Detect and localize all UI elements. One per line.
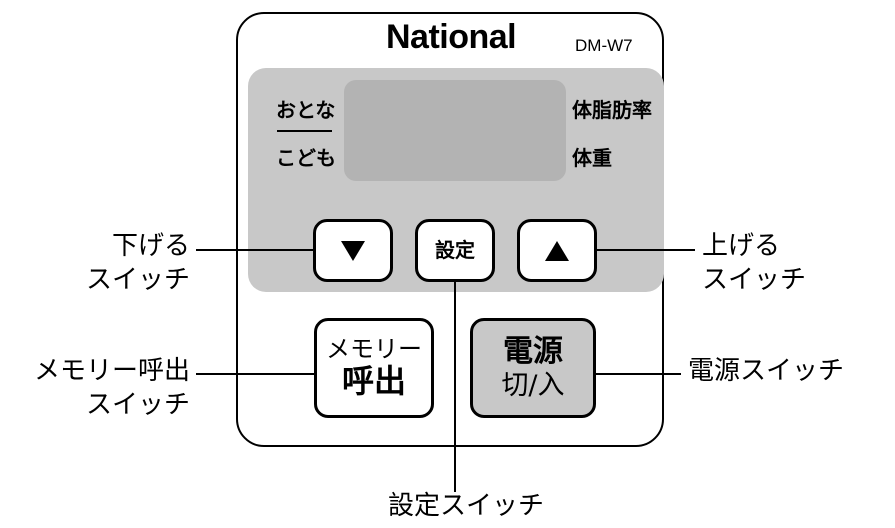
mode-label-child: こども bbox=[276, 146, 336, 170]
mode-label-adult: おとな bbox=[276, 98, 336, 122]
callout-down-switch: 下げる スイッチ bbox=[0, 230, 190, 298]
up-leader-line bbox=[597, 249, 695, 251]
callout-up-line2: スイッチ bbox=[702, 264, 807, 295]
power-button-label-line2: 切/入 bbox=[501, 369, 565, 401]
mode-divider bbox=[277, 130, 332, 132]
setting-button-label: 設定 bbox=[435, 238, 475, 262]
callout-up-line1: 上げる bbox=[702, 231, 781, 261]
callout-memory-switch: メモリー呼出 スイッチ bbox=[0, 355, 190, 423]
callout-up-switch: 上げる スイッチ bbox=[702, 230, 892, 298]
memory-leader-line bbox=[196, 373, 314, 375]
power-leader-line bbox=[596, 373, 681, 375]
callout-down-line1: 下げる bbox=[111, 231, 190, 261]
callout-setting-switch: 設定スイッチ bbox=[387, 491, 544, 521]
callout-power-switch: 電源スイッチ bbox=[688, 356, 845, 386]
down-leader-line bbox=[196, 249, 313, 251]
power-button[interactable]: 電源 切/入 bbox=[470, 318, 596, 418]
model-number: DM-W7 bbox=[575, 36, 633, 55]
setting-button[interactable]: 設定 bbox=[415, 219, 495, 282]
up-button[interactable] bbox=[517, 219, 597, 282]
power-button-label-line1: 電源 bbox=[503, 334, 563, 370]
unit-label-body-fat: 体脂肪率 bbox=[572, 98, 652, 122]
triangle-up-icon bbox=[545, 240, 569, 261]
callout-down-line2: スイッチ bbox=[85, 264, 190, 295]
triangle-down-icon bbox=[341, 240, 365, 261]
unit-label-weight: 体重 bbox=[572, 146, 612, 170]
down-button[interactable] bbox=[313, 219, 393, 282]
brand-logo: National bbox=[386, 18, 517, 56]
setting-leader-line bbox=[454, 282, 456, 492]
memory-button-label-line1: メモリー bbox=[326, 334, 422, 363]
callout-memory-line2: スイッチ bbox=[85, 389, 190, 420]
callout-memory-line1: メモリー呼出 bbox=[33, 356, 190, 386]
memory-recall-button[interactable]: メモリー 呼出 bbox=[314, 318, 434, 418]
memory-button-label-line2: 呼出 bbox=[341, 362, 406, 401]
lcd-display bbox=[344, 80, 566, 181]
